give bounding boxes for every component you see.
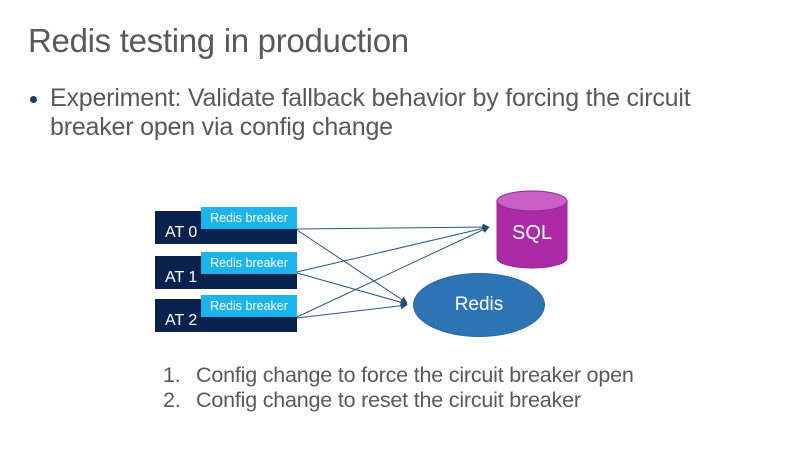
redis-node: Redis [413,273,545,337]
server-box-at0: AT 0 Redis breaker [155,207,297,244]
database-cylinder-icon [496,190,568,269]
bullet-dot-icon [30,96,37,103]
server-box-at2: AT 2 Redis breaker [155,295,297,332]
redis-label: Redis [454,294,504,315]
step-item-1: 1. Config change to force the circuit br… [163,363,634,388]
server-label: AT 2 [165,312,198,329]
step-number: 2. [163,387,181,412]
connector-at2-redis [296,302,408,319]
connector-at0-sql [296,223,490,231]
server-label: AT 1 [165,269,198,286]
sql-label: SQL [511,222,553,244]
step-text: Config change to force the circuit break… [196,363,634,387]
connector-at1-redis [296,272,408,306]
connector-at2-sql [296,226,490,318]
steps-list: 1. Config change to force the circuit br… [163,363,634,413]
redis-breaker-box: Redis breaker [201,252,297,274]
redis-breaker-box: Redis breaker [201,207,297,229]
connector-at1-sql [296,225,490,273]
server-label: AT 0 [165,224,198,241]
step-number: 1. [163,363,181,387]
server-box-at1: AT 1 Redis breaker [155,252,297,289]
step-text: Config change to reset the circuit break… [196,387,581,412]
slide-title: Redis testing in production [28,22,409,59]
connector-at0-redis [296,229,408,304]
bullet-item: Experiment: Validate fallback behavior b… [30,84,760,141]
sql-database-node: SQL [494,190,570,272]
step-item-2: 2. Config change to reset the circuit br… [163,388,634,413]
bullet-text: Experiment: Validate fallback behavior b… [50,84,691,141]
redis-breaker-box: Redis breaker [201,295,297,317]
